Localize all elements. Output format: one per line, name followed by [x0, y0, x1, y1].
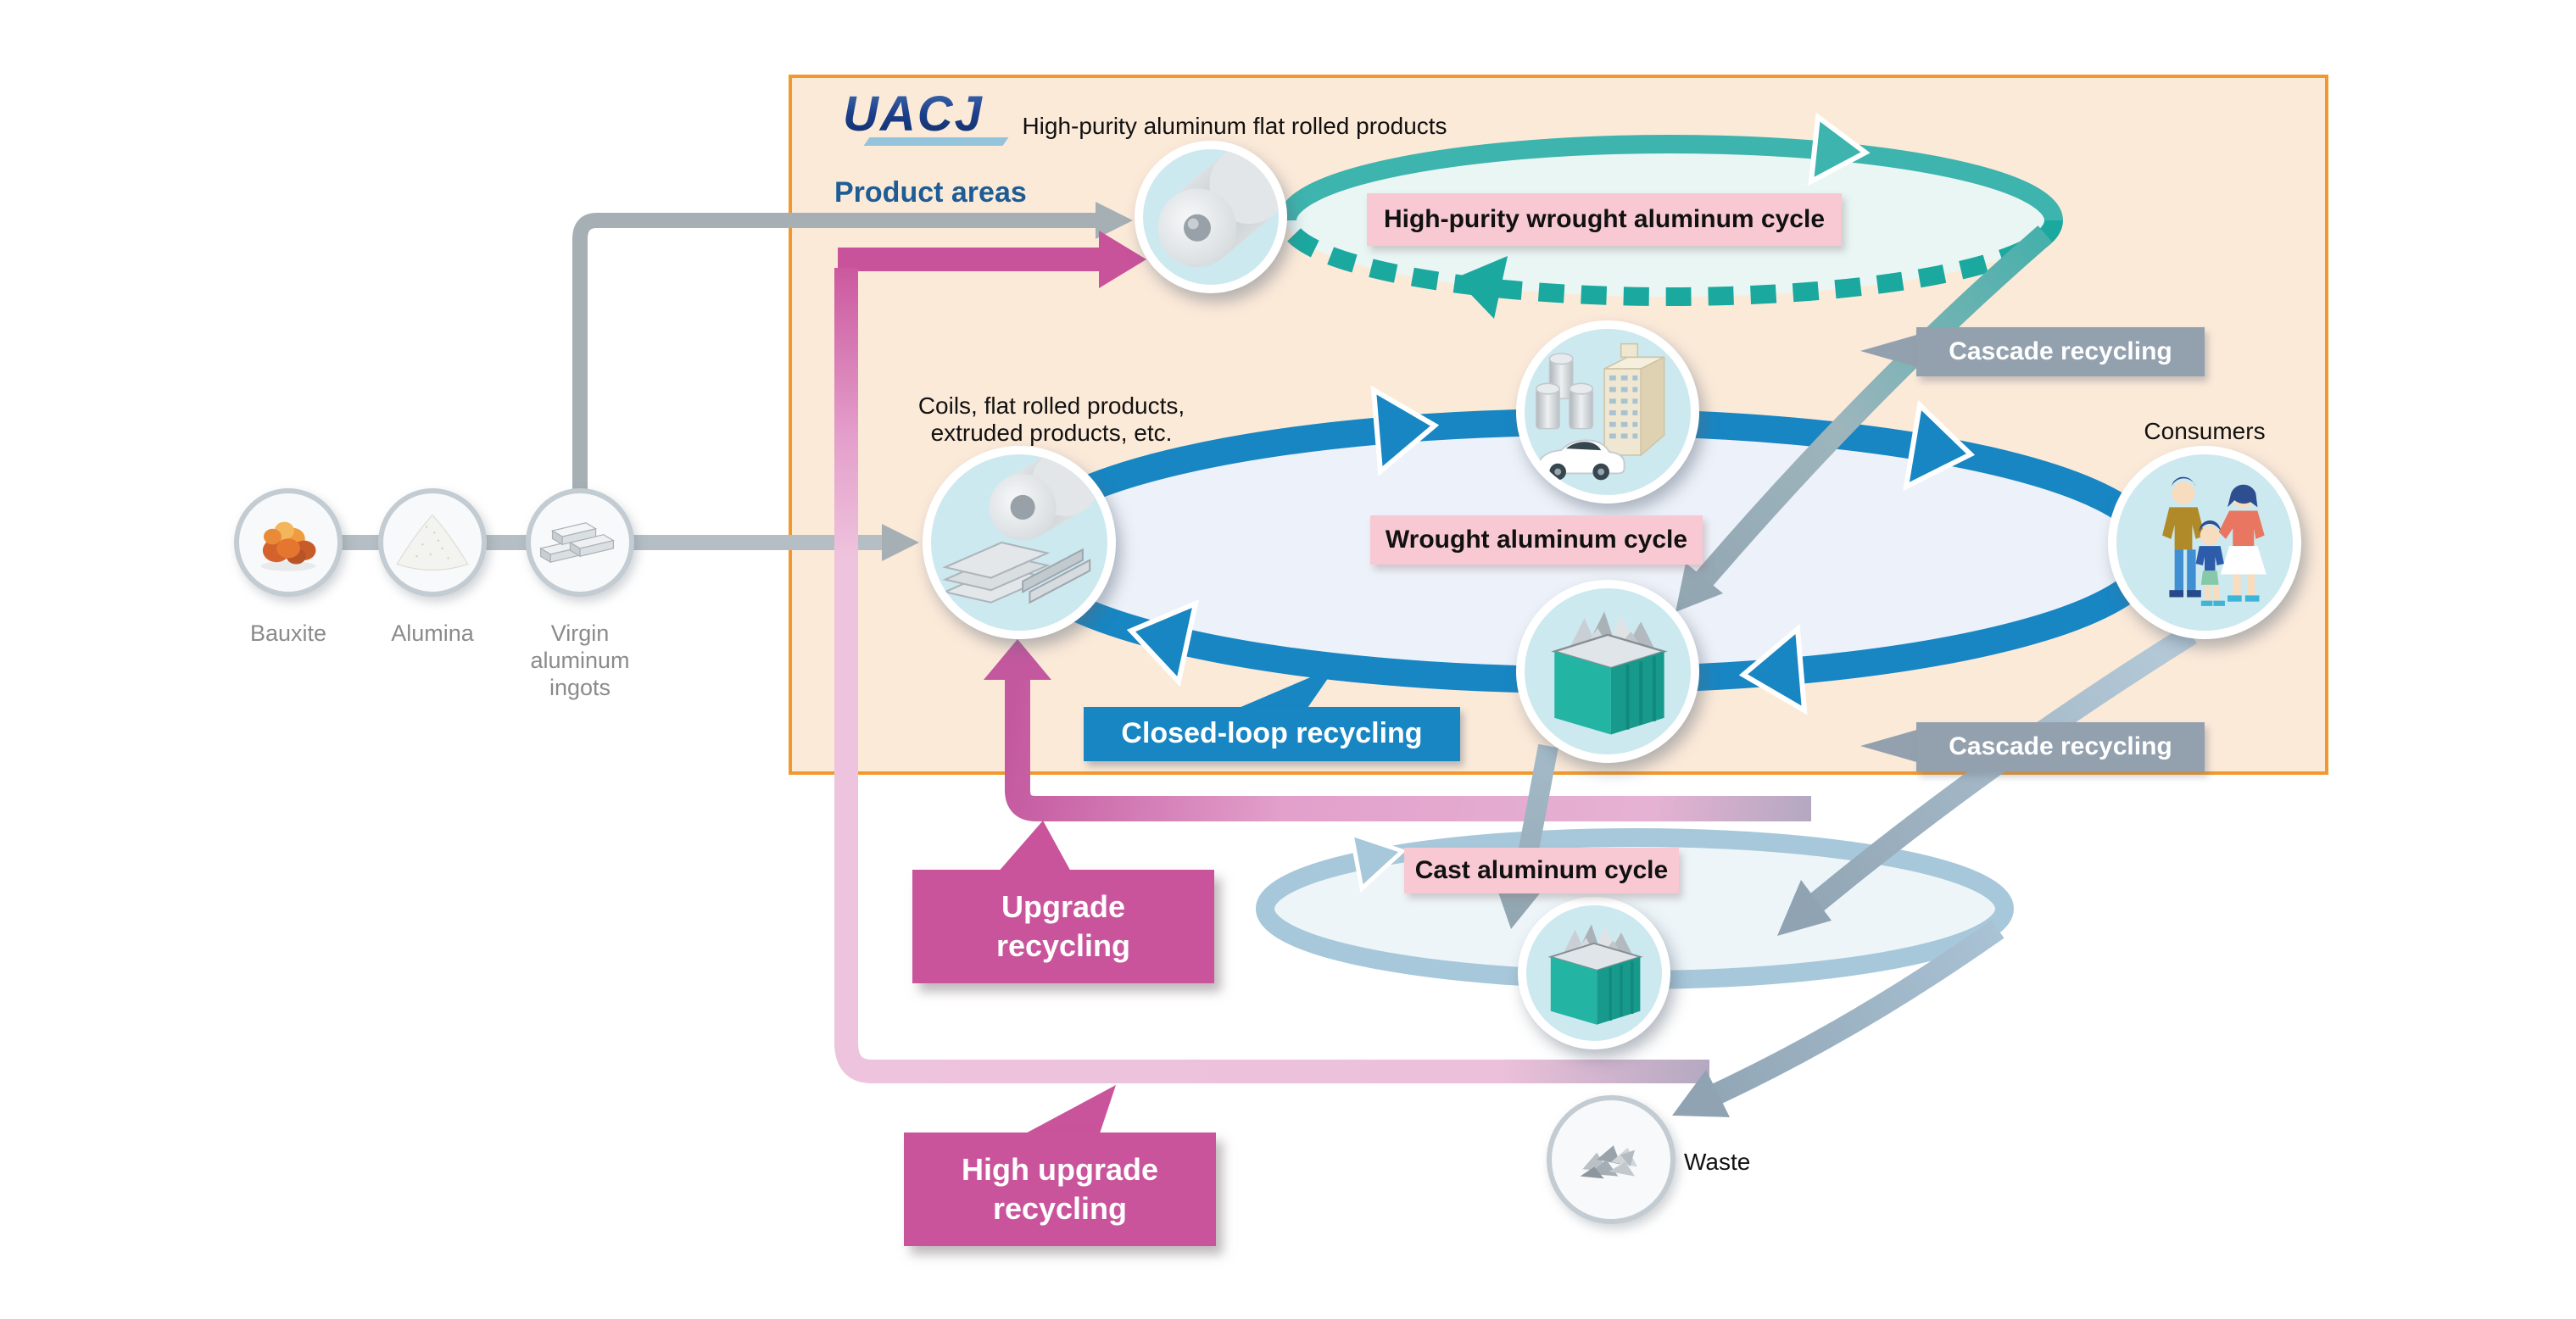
- high-purity-cycle-badge: High-purity wrought aluminum cycle: [1367, 193, 1842, 246]
- waste-node: [1547, 1095, 1676, 1224]
- alumina-node: [378, 488, 487, 597]
- virgin-ingots-label: Virgin aluminum ingots: [495, 621, 665, 703]
- bauxite-icon: [260, 521, 316, 571]
- alumina-icon: [396, 514, 469, 571]
- upgrade-badge-tail: [997, 821, 1072, 873]
- virgin-ingots-label-line3: ingots: [549, 675, 611, 701]
- waste-label: Waste: [1684, 1148, 1751, 1175]
- high-purity-products-label: High-purity aluminum flat rolled product…: [1022, 112, 1447, 139]
- scrap-bin-icon: [1547, 924, 1643, 1025]
- coils-products-node: [923, 446, 1116, 639]
- wrought-scrap-bin-node: [1516, 580, 1699, 763]
- high-purity-coil-node: [1135, 141, 1287, 293]
- cascade-band-highpurity-to-wrought: [1676, 225, 2053, 612]
- bauxite-node: [234, 488, 343, 597]
- virgin-ingot-to-highpurity-arrow: [572, 202, 1133, 498]
- closed-loop-badge-tail: [1233, 666, 1336, 710]
- high-upgrade-recycling-badge: High upgrade recycling: [904, 1133, 1216, 1246]
- aluminum-products-node: [1516, 320, 1699, 504]
- aluminum-coil-icon: [1157, 149, 1279, 268]
- cast-scrap-bin-node: [1518, 897, 1670, 1049]
- upgrade-recycling-pipe: [984, 639, 1811, 821]
- high-upgrade-recycling-pipe: [834, 231, 1709, 1083]
- uacj-logo-text: UACJ: [843, 88, 984, 142]
- consumers-node: [2108, 446, 2301, 639]
- cast-cycle-badge: Cast aluminum cycle: [1404, 848, 1679, 893]
- coils-products-label: Coils, flat rolled products, extruded pr…: [797, 392, 1306, 446]
- coils-products-label-line2: extruded products, etc.: [930, 419, 1173, 447]
- upgrade-recycling-badge-line2: recycling: [995, 928, 1131, 962]
- product-areas-label: Product areas: [834, 176, 1027, 209]
- bauxite-label: Bauxite: [249, 621, 327, 646]
- cascade-top-badge-tail: [1860, 334, 1920, 368]
- alumina-label: Alumina: [391, 621, 474, 646]
- cascade-recycling-bottom-badge: Cascade recycling: [1916, 722, 2205, 771]
- wrought-cycle-badge: Wrought aluminum cycle: [1370, 515, 1703, 565]
- consumers-label: Consumers: [2144, 417, 2266, 444]
- upgrade-recycling-badge-line1: Upgrade: [1001, 890, 1125, 924]
- cascade-bottom-badge-tail: [1860, 729, 1920, 763]
- uacj-logo: UACJ: [843, 88, 1046, 156]
- high-upgrade-recycling-badge-line1: High upgrade: [962, 1153, 1158, 1187]
- scrap-bin-icon: [1551, 611, 1668, 735]
- family-icon: [2162, 476, 2267, 606]
- virgin-ingots-label-line1: Virgin: [550, 621, 610, 646]
- virgin-ingots-node: [526, 488, 634, 597]
- closed-loop-recycling-badge: Closed-loop recycling: [1084, 707, 1460, 761]
- waste-scrap-icon: [1580, 1145, 1637, 1179]
- upgrade-recycling-badge: Upgrade recycling: [912, 870, 1214, 983]
- coils-products-label-line1: Coils, flat rolled products,: [917, 392, 1185, 419]
- cans-building-car-icon: [1535, 342, 1665, 481]
- cast-to-waste-band: [1672, 920, 2004, 1117]
- coils-and-extrusions-icon: [942, 454, 1099, 604]
- cascade-recycling-top-badge: Cascade recycling: [1916, 327, 2205, 376]
- high-upgrade-badge-tail: [1021, 1085, 1116, 1136]
- virgin-ingots-label-line2: aluminum: [530, 648, 630, 674]
- ingots-icon: [539, 522, 615, 564]
- high-upgrade-recycling-badge-line2: recycling: [992, 1191, 1128, 1225]
